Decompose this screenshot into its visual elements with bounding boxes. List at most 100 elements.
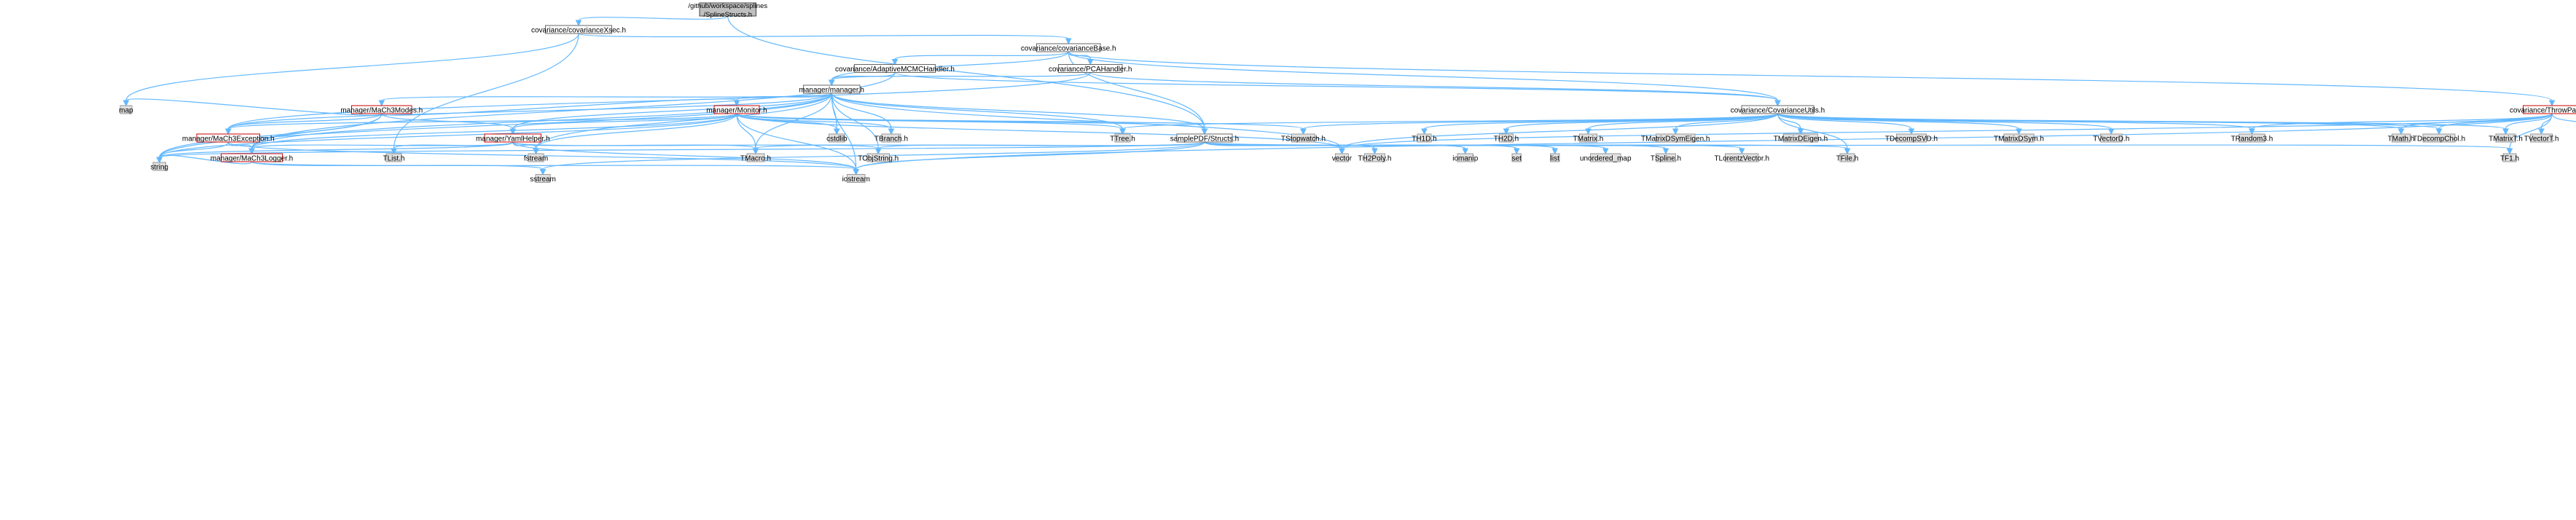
- node-ttree: TTree.h: [1110, 133, 1135, 143]
- edge-monitor-to-yaml: [509, 113, 737, 135]
- node-tmath: TMath.h: [2388, 133, 2414, 143]
- edge-samplepdf-to-tf1: [1204, 141, 2513, 155]
- edge-pca-to-manager: [828, 71, 1091, 87]
- node-unordered_map: unordered_map: [1580, 153, 1632, 163]
- node-iomanip: iomanip: [1452, 153, 1479, 163]
- node-vector: vector: [1332, 153, 1352, 163]
- node-trandom3: TRandom3.h: [2231, 133, 2273, 143]
- edge-manager-to-modes: [378, 92, 832, 107]
- edge-covxsec-to-map: [122, 33, 579, 107]
- edge-throwparms-to-tmatrixt: [2502, 113, 2553, 135]
- node-logger[interactable]: manager/MaCh3Logger.h: [211, 153, 293, 163]
- node-tlorentz: TLorentzVector.h: [1714, 153, 1769, 163]
- node-label-manager: manager/manager.h: [799, 87, 864, 95]
- node-tmdsymeigen: TMatrixDSymEigen.h: [1641, 133, 1710, 143]
- graph-edges: [122, 15, 2576, 176]
- node-label-string: string: [151, 164, 168, 172]
- node-label-tmacro: TMacro.h: [740, 155, 771, 163]
- edge-covutils-to-tstopwatch: [1300, 113, 1779, 135]
- node-tbranch: TBranch.h: [874, 133, 908, 143]
- node-label-tmatrixt: TMatrixT.h: [2489, 135, 2523, 143]
- node-label-modes: manager/MaCh3Modes.h: [340, 107, 423, 115]
- edge-modes-to-map: [122, 98, 383, 116]
- node-sstream: sstream: [530, 174, 556, 184]
- edge-samplepdf-to-tmacro: [752, 141, 1205, 155]
- node-tvectort: TVectorT.h: [2524, 133, 2559, 143]
- node-covutils[interactable]: covariance/CovarianceUtils.h: [1731, 105, 1825, 115]
- edge-covbase-to-covutils: [1068, 51, 1781, 107]
- node-cstdlib: cstdlib: [826, 133, 847, 143]
- node-pca[interactable]: covariance/PCAHandler.h: [1049, 64, 1132, 74]
- edge-covxsec-to-covbase: [578, 33, 1072, 45]
- node-set: set: [1511, 153, 1522, 163]
- node-yaml[interactable]: manager/YamlHelper.h: [476, 133, 550, 143]
- edge-samplepdf-to-iostream: [853, 141, 1205, 176]
- node-label-trandom3: TRandom3.h: [2231, 135, 2273, 143]
- edge-covutils-to-tmath: [1777, 113, 2405, 135]
- node-tstopwatch: TStopwatch.h: [1281, 133, 1326, 143]
- node-label-tmatrix: TMatrix.h: [1573, 135, 1604, 143]
- node-th2poly: TH2Poly.h: [1358, 153, 1391, 163]
- edge-manager-to-tbranch: [831, 92, 895, 135]
- node-label-tmdsym: TMatrixDSym.h: [1994, 135, 2044, 143]
- node-samplepdf[interactable]: samplePDF/Structs.h: [1170, 133, 1239, 143]
- edge-splinestructs-to-covxsec: [575, 15, 729, 27]
- node-label-iomanip: iomanip: [1452, 155, 1478, 163]
- node-covbase[interactable]: covariance/covarianceBase.h: [1021, 43, 1116, 53]
- edge-samplepdf-to-set: [1204, 141, 1520, 155]
- node-label-exception: manager/MaCh3Exception.h: [182, 135, 275, 143]
- edge-covutils-to-th1d: [1421, 113, 1779, 135]
- node-manager[interactable]: manager/manager.h: [799, 84, 864, 95]
- node-covxsec[interactable]: covariance/covarianceXsec.h: [531, 25, 626, 35]
- node-exception[interactable]: manager/MaCh3Exception.h: [182, 133, 275, 143]
- node-label-tobjstring: TObjString.h: [858, 155, 899, 163]
- node-modes[interactable]: manager/MaCh3Modes.h: [340, 105, 423, 115]
- node-th1d: TH1D.h: [1412, 133, 1437, 143]
- node-label-logger: manager/MaCh3Logger.h: [211, 155, 293, 163]
- node-th2d: TH2D.h: [1494, 133, 1519, 143]
- node-label-tdsvd: TDecompSVD.h: [1885, 135, 1938, 143]
- edge-splinestructs-to-samplepdf: [727, 15, 1208, 135]
- edge-samplepdf-to-tlorentz: [1204, 141, 1745, 155]
- node-label-cstdlib: cstdlib: [826, 135, 847, 143]
- node-tmdeigen: TMatrixDEigen.h: [1774, 133, 1828, 143]
- node-label-adaptive: covariance/AdaptiveMCMCHandler.h: [835, 66, 955, 74]
- edge-covutils-to-th2d: [1503, 113, 1779, 135]
- node-label-covxsec: covariance/covarianceXsec.h: [531, 27, 626, 35]
- node-tmdsym: TMatrixDSym.h: [1994, 133, 2044, 143]
- edge-monitor-to-exception: [224, 113, 737, 135]
- node-label-list: list: [1551, 155, 1559, 163]
- node-label-th2d: TH2D.h: [1494, 135, 1519, 143]
- edge-covutils-to-ttree: [1119, 113, 1779, 135]
- node-tmatrixt: TMatrixT.h: [2489, 133, 2523, 143]
- edge-logger-to-iostream: [251, 161, 860, 176]
- edge-yaml-to-tobjstring: [512, 141, 882, 155]
- node-tvectord: TVectorD.h: [2093, 133, 2129, 143]
- edge-covutils-to-trandom3: [1777, 113, 2255, 135]
- node-label-covutils: covariance/CovarianceUtils.h: [1731, 107, 1825, 115]
- node-label-tf1: TF1.h: [2500, 155, 2519, 163]
- edge-covbase-to-adaptive: [891, 51, 1069, 66]
- node-label-splinestructs-1: /SplineStructs.h: [703, 11, 752, 19]
- node-throwparms[interactable]: covariance/ThrowParms.h: [2510, 105, 2576, 115]
- node-label-sstream: sstream: [530, 176, 556, 184]
- node-label-yaml: manager/YamlHelper.h: [476, 135, 550, 143]
- edge-modes-to-monitor: [381, 98, 740, 116]
- node-list: list: [1550, 153, 1560, 163]
- node-monitor[interactable]: manager/Monitor.h: [706, 105, 767, 115]
- node-tdchol: TDecompChol.h: [2413, 133, 2465, 143]
- node-label-tfile: TFile.h: [1836, 155, 1859, 163]
- node-tfile: TFile.h: [1836, 153, 1859, 163]
- node-splinestructs[interactable]: /github/workspace/splines/SplineStructs.…: [688, 2, 767, 19]
- node-label-map: map: [119, 107, 133, 115]
- edge-samplepdf-to-list: [1204, 141, 1559, 155]
- node-adaptive[interactable]: covariance/AdaptiveMCMCHandler.h: [835, 64, 955, 74]
- node-label-tdchol: TDecompChol.h: [2413, 135, 2465, 143]
- edge-throwparms-to-assert: [2551, 113, 2576, 122]
- node-label-samplepdf: samplePDF/Structs.h: [1170, 135, 1239, 143]
- node-iostream: iostream: [842, 174, 870, 184]
- node-label-throwparms: covariance/ThrowParms.h: [2510, 107, 2576, 115]
- graph-nodes: /github/workspace/splines/SplineStructs.…: [119, 2, 2576, 184]
- node-label-set: set: [1512, 155, 1522, 163]
- edge-manager-to-string: [156, 92, 832, 164]
